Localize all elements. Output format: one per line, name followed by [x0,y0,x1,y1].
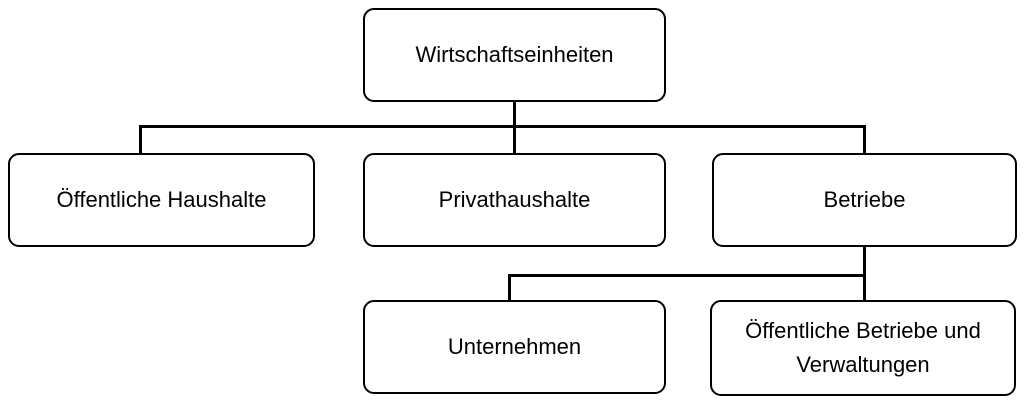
node-oeffentliche-haushalte: Öffentliche Haushalte [8,153,315,247]
node-privathaushalte-label: Privathaushalte [438,186,591,212]
node-wirtschaftseinheiten-label: Wirtschaftseinheiten [415,41,614,67]
node-oeffentliche-betriebe-und-verwaltungen: Öffentliche Betriebe und Verwaltungen [710,300,1016,396]
node-oeffentliche-haushalte-label: Öffentliche Haushalte [56,186,267,212]
edge-root-oeffentliche-haushalte [139,102,516,155]
edge-betriebe-unternehmen [508,247,866,302]
node-betriebe-label: Betriebe [823,186,906,212]
node-oeffentliche-betriebe-und-verwaltungen-label: Öffentliche Betriebe und Verwaltungen [745,317,981,377]
edge-root-betriebe [513,102,866,155]
node-privathaushalte: Privathaushalte [363,153,666,247]
node-unternehmen: Unternehmen [363,300,666,394]
node-betriebe: Betriebe [712,153,1017,247]
node-unternehmen-label: Unternehmen [447,333,582,359]
node-wirtschaftseinheiten: Wirtschaftseinheiten [363,8,666,102]
